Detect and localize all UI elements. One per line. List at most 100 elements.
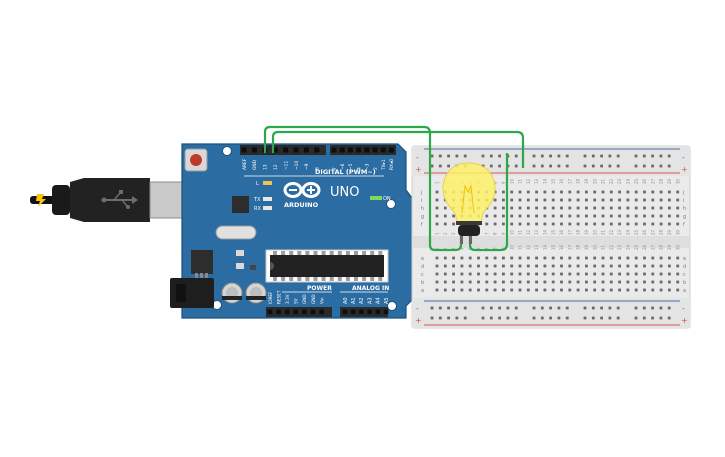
breadboard-hole[interactable] [634, 214, 638, 218]
breadboard-hole[interactable] [443, 256, 447, 260]
breadboard-hole[interactable] [560, 280, 563, 284]
breadboard-hole[interactable] [651, 190, 655, 194]
rail-hole[interactable] [608, 154, 612, 158]
breadboard-hole[interactable] [452, 214, 455, 218]
rail-hole[interactable] [608, 316, 612, 320]
breadboard-hole[interactable] [626, 280, 630, 284]
breadboard-hole[interactable] [634, 256, 638, 260]
breadboard-hole[interactable] [510, 256, 514, 260]
breadboard-hole[interactable] [601, 214, 605, 218]
breadboard-hole[interactable] [568, 264, 572, 268]
power-pin[interactable] [319, 309, 324, 315]
rail-hole[interactable] [498, 316, 501, 320]
rail-hole[interactable] [642, 316, 646, 320]
rail-hole[interactable] [591, 164, 595, 168]
breadboard-hole[interactable] [502, 264, 505, 268]
breadboard-hole[interactable] [618, 222, 621, 226]
breadboard-hole[interactable] [526, 280, 530, 284]
breadboard-hole[interactable] [443, 264, 447, 268]
power-pin[interactable] [310, 309, 316, 315]
rail-hole[interactable] [557, 316, 561, 320]
breadboard-hole[interactable] [659, 190, 663, 194]
breadboard-hole[interactable] [651, 198, 655, 202]
breadboard-hole[interactable] [560, 222, 563, 226]
breadboard-hole[interactable] [435, 222, 439, 226]
breadboard-hole[interactable] [643, 272, 646, 276]
breadboard-hole[interactable] [460, 264, 464, 268]
breadboard-hole[interactable] [668, 214, 671, 218]
breadboard-hole[interactable] [493, 222, 497, 226]
breadboard-hole[interactable] [543, 272, 547, 276]
rail-hole[interactable] [634, 316, 638, 320]
breadboard-hole[interactable] [626, 272, 630, 276]
breadboard-hole[interactable] [535, 190, 538, 194]
rail-hole[interactable] [455, 154, 459, 158]
breadboard-hole[interactable] [651, 214, 655, 218]
breadboard-hole[interactable] [477, 256, 480, 260]
breadboard-hole[interactable] [535, 214, 538, 218]
breadboard-hole[interactable] [535, 222, 538, 226]
rail-hole[interactable] [506, 316, 510, 320]
breadboard-hole[interactable] [576, 214, 580, 218]
breadboard-hole[interactable] [526, 222, 530, 226]
rail-hole[interactable] [667, 164, 671, 168]
breadboard-hole[interactable] [585, 264, 588, 268]
rail-hole[interactable] [489, 164, 493, 168]
rail-hole[interactable] [651, 316, 654, 320]
rail-hole[interactable] [506, 306, 510, 310]
breadboard-hole[interactable] [659, 280, 663, 284]
digital-pin[interactable] [314, 147, 320, 153]
breadboard-hole[interactable] [626, 206, 630, 210]
breadboard-hole[interactable] [560, 256, 563, 260]
breadboard-hole[interactable] [535, 272, 538, 276]
breadboard-hole[interactable] [502, 288, 505, 292]
rail-hole[interactable] [430, 306, 434, 310]
breadboard-hole[interactable] [485, 264, 489, 268]
breadboard-hole[interactable] [526, 190, 530, 194]
breadboard-hole[interactable] [668, 272, 671, 276]
breadboard-hole[interactable] [634, 264, 638, 268]
breadboard-hole[interactable] [576, 280, 580, 284]
rail-hole[interactable] [481, 306, 485, 310]
breadboard-hole[interactable] [593, 206, 597, 210]
rail-hole[interactable] [600, 316, 603, 320]
breadboard-hole[interactable] [659, 256, 663, 260]
breadboard-hole[interactable] [502, 206, 505, 210]
breadboard-hole[interactable] [493, 256, 497, 260]
breadboard-hole[interactable] [609, 190, 613, 194]
breadboard-hole[interactable] [468, 280, 472, 284]
breadboard-hole[interactable] [535, 280, 538, 284]
breadboard-hole[interactable] [676, 190, 680, 194]
breadboard-hole[interactable] [502, 190, 505, 194]
rail-hole[interactable] [565, 164, 569, 168]
breadboard-hole[interactable] [510, 272, 514, 276]
breadboard-hole[interactable] [510, 198, 514, 202]
breadboard-hole[interactable] [568, 288, 572, 292]
breadboard-hole[interactable] [651, 280, 655, 284]
rail-hole[interactable] [540, 316, 544, 320]
breadboard-hole[interactable] [585, 256, 588, 260]
breadboard-hole[interactable] [576, 222, 580, 226]
rail-hole[interactable] [463, 316, 467, 320]
breadboard-hole[interactable] [435, 280, 439, 284]
breadboard-hole[interactable] [510, 280, 514, 284]
breadboard-hole[interactable] [435, 206, 439, 210]
rail-hole[interactable] [447, 306, 450, 310]
wires[interactable] [263, 125, 525, 252]
breadboard-hole[interactable] [659, 272, 663, 276]
breadboard-hole[interactable] [668, 222, 671, 226]
breadboard-hole[interactable] [493, 206, 497, 210]
breadboard-hole[interactable] [618, 264, 621, 268]
breadboard-hole[interactable] [609, 272, 613, 276]
breadboard-hole[interactable] [518, 264, 522, 268]
breadboard-hole[interactable] [576, 256, 580, 260]
breadboard-hole[interactable] [452, 280, 455, 284]
rail-hole[interactable] [549, 306, 552, 310]
breadboard-hole[interactable] [643, 206, 646, 210]
rail-hole[interactable] [463, 306, 467, 310]
breadboard-hole[interactable] [551, 214, 555, 218]
breadboard-hole[interactable] [485, 280, 489, 284]
power-pin[interactable] [293, 309, 299, 315]
breadboard-hole[interactable] [676, 272, 680, 276]
rail-hole[interactable] [430, 154, 434, 158]
